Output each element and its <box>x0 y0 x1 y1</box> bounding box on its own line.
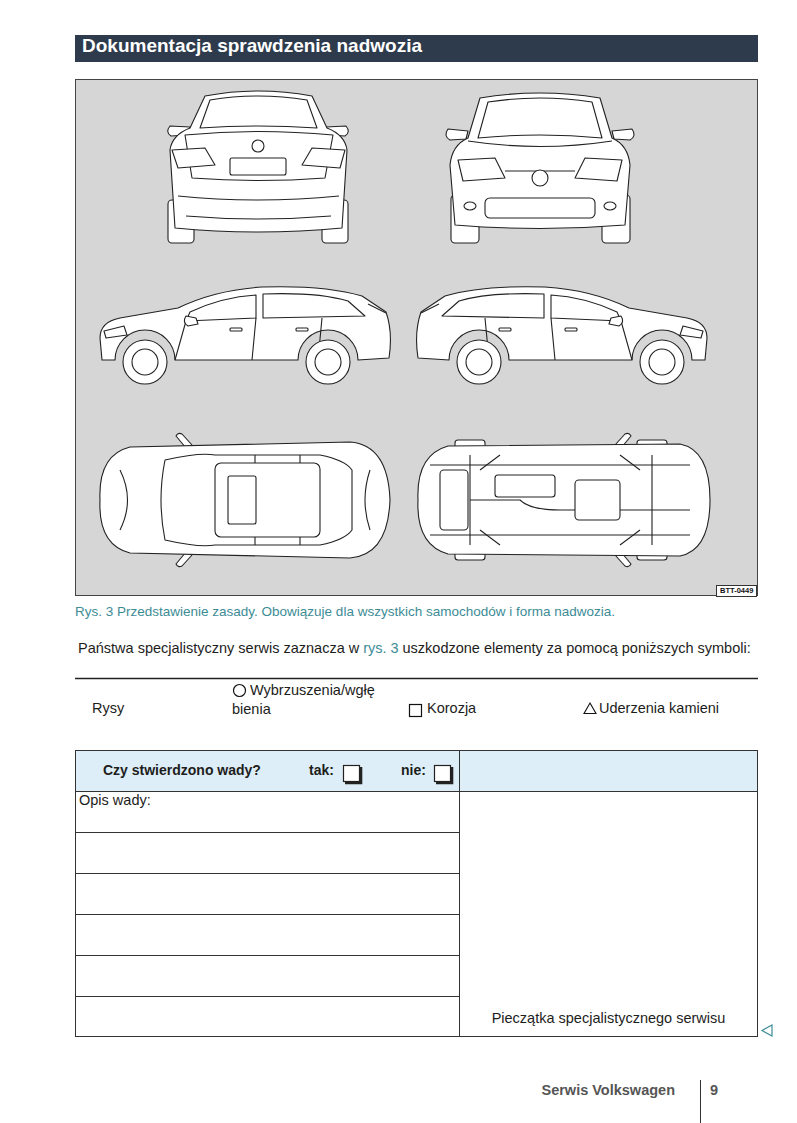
legend-symbol-triangle <box>584 703 596 714</box>
legend-item: Wybrzuszenia/wgłębienia <box>232 681 382 719</box>
stamp-label: Pieczątka specjalistycznego serwisu <box>492 1010 726 1026</box>
table-question: Czy stwierdzono wady? <box>103 762 261 778</box>
figure-caption: Rys. 3 Przedstawienie zasady. Obowiązuje… <box>75 604 615 619</box>
stamp-label-box: Pieczątka specjalistycznego serwisu <box>460 1010 757 1026</box>
figure-code: BTT-0449 <box>720 586 753 595</box>
title-text-box: Dokumentacja sprawdzenia nadwozia <box>82 35 422 62</box>
table-field-label-box: Opis wady: <box>79 792 151 808</box>
legend-symbol-circle <box>234 685 246 697</box>
table-question-box: Czy stwierdzono wady? <box>103 762 261 778</box>
figure-reference: rys. 3 <box>363 640 398 656</box>
car-side-view <box>417 287 707 384</box>
instruction-text: uszkodzone elementy za pomocą poniższych… <box>403 640 751 656</box>
legend-symbol-square <box>410 705 422 717</box>
legend-text: Wybrzuszenia/wgłębienia <box>232 682 375 717</box>
table-header-band <box>76 751 758 792</box>
continue-marker <box>762 1025 772 1036</box>
car-front-view <box>446 93 634 243</box>
footer-rule <box>700 1080 701 1123</box>
car-bottom-view <box>418 433 710 566</box>
table-frame <box>76 751 758 1037</box>
page-number: 9 <box>710 1082 718 1098</box>
table-grid <box>75 750 758 1037</box>
car-top-view <box>100 433 390 566</box>
legend-text: Uderzenia kamieni <box>599 700 719 716</box>
page-title: Dokumentacja sprawdzenia nadwozia <box>82 35 422 56</box>
table-field-label: Opis wady: <box>79 792 151 808</box>
page-number-box: 9 <box>710 1082 718 1098</box>
instruction-paragraph: Państwa specjalistyczny serwis zaznacza … <box>78 639 758 658</box>
checkbox <box>344 766 362 784</box>
figure-code-box: BTT-0449 <box>716 585 757 597</box>
footer-text: Serwis Volkswagen <box>541 1082 675 1098</box>
legend-item: Korozja <box>427 699 567 718</box>
legend-item: Rysy <box>92 699 212 718</box>
caption-box: Rys. 3 Przedstawienie zasady. Obowiązuje… <box>75 603 758 620</box>
instruction-text: Państwa specjalistyczny serwis zaznacza … <box>78 640 359 656</box>
legend-text: Rysy <box>92 700 124 716</box>
figure-panel <box>76 80 758 596</box>
legend-item: Uderzenia kamieni <box>599 699 757 718</box>
checkbox-label: tak: <box>309 762 334 778</box>
title-bar <box>75 35 758 62</box>
legend-text: Korozja <box>427 700 476 716</box>
car-side-view <box>100 287 390 384</box>
checkbox-label-box: nie: <box>401 762 426 778</box>
checkbox <box>435 766 453 784</box>
separator-rule <box>75 678 758 680</box>
checkbox-label-box: tak: <box>309 762 334 778</box>
checkbox-label: nie: <box>401 762 426 778</box>
footer-text-box: Serwis Volkswagen <box>541 1082 675 1098</box>
car-rear-view <box>168 91 349 243</box>
